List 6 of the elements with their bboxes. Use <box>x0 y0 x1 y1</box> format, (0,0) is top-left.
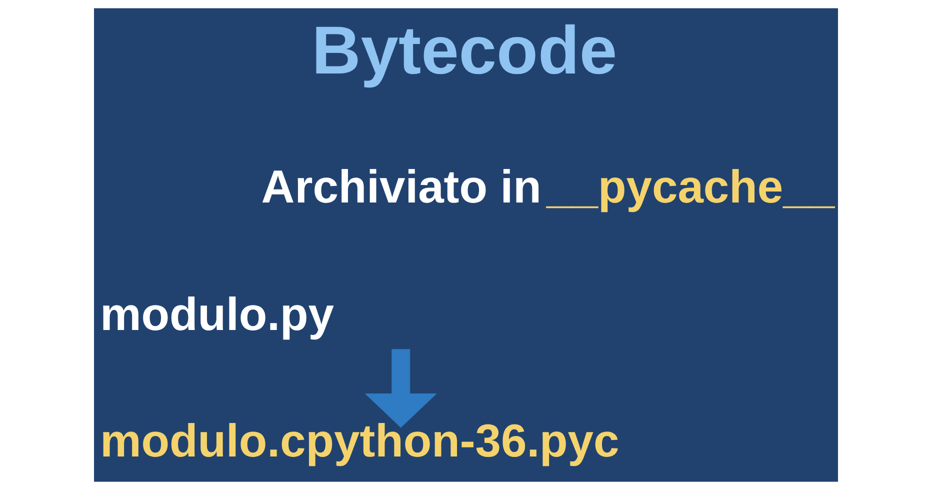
node-text: modulo.py <box>100 288 334 340</box>
diagram-title: Bytecode <box>312 13 618 88</box>
label: Archiviato in <box>261 160 542 213</box>
node-text: modulo.cpython-36.pyc <box>100 414 620 466</box>
label: __pycache__ <box>546 160 835 213</box>
arrow <box>364 349 437 428</box>
